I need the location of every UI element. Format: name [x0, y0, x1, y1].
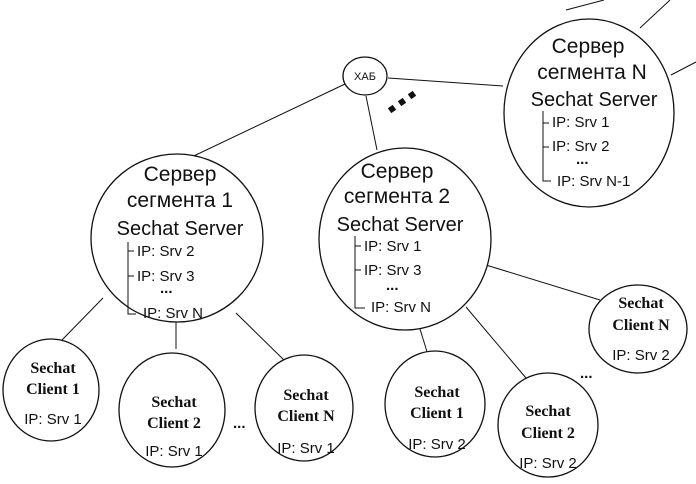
client-name: Sechat [30, 360, 76, 377]
server-ip-item: IP: Srv 1 [552, 114, 610, 131]
link-serverN-up2 [565, 0, 605, 11]
link-server2-client2 [465, 306, 527, 379]
client-node-seg1-1: Sechat Client 1 IP: Srv 1 [2, 338, 100, 442]
server-ip-item: IP: Srv 3 [364, 262, 422, 279]
server-ip-last: IP: Srv N [371, 299, 431, 316]
server-product: Sechat Server [531, 89, 658, 111]
server-ip-ellipsis: ... [386, 277, 399, 294]
client-node-seg2-2: Sechat Client 2 IP: Srv 2 [497, 372, 599, 478]
server-ip-last: IP: Srv N [143, 305, 203, 322]
hub-label: ХАБ [354, 71, 376, 83]
client-id: Client 1 [26, 381, 80, 398]
link-hub-server2 [365, 95, 378, 151]
server-ip-item: IP: Srv 2 [552, 138, 610, 155]
server-ip-ellipsis: ... [160, 280, 173, 297]
server-ip-item: IP: Srv 2 [137, 243, 195, 260]
server-ip-last: IP: Srv N-1 [557, 173, 630, 190]
server-subtitle: сегмента 1 [127, 189, 233, 212]
server-node-N: Сервер сегмента N Sechat Server IP: Srv … [503, 18, 675, 208]
client-ip: IP: Srv 1 [24, 411, 82, 428]
client-name: Sechat [283, 387, 329, 404]
client-ip: IP: Srv 2 [612, 347, 670, 364]
client-ip: IP: Srv 1 [277, 440, 335, 457]
client-node-seg2-N: Sechat Client N IP: Srv 2 [588, 284, 688, 374]
client-id: Client 1 [410, 405, 464, 422]
link-server1-client1 [61, 297, 104, 341]
server-product: Sechat Server [337, 214, 464, 236]
client-ip: IP: Srv 2 [408, 436, 466, 453]
server-node-1: Сервер сегмента 1 Sechat Server IP: Srv … [90, 153, 264, 323]
server-subtitle: сегмента N [537, 61, 647, 84]
hub-node: ХАБ [342, 56, 388, 96]
server-title: Сервер [552, 35, 625, 58]
client-ip: IP: Srv 2 [519, 455, 577, 472]
server-title: Сервер [144, 163, 217, 186]
client-id: Client N [277, 408, 335, 425]
server-product: Sechat Server [117, 218, 244, 240]
server-title: Сервер [361, 160, 434, 183]
client-name: Sechat [151, 394, 197, 411]
link-server2-client1 [419, 328, 429, 356]
client-name: Sechat [414, 384, 460, 401]
client-node-seg1-N: Sechat Client N IP: Srv 1 [254, 354, 354, 462]
link-serverN-up1 [639, 0, 671, 29]
client-ip: IP: Srv 1 [145, 443, 203, 460]
client-node-seg2-1: Sechat Client 1 IP: Srv 2 [384, 350, 486, 458]
client-node-seg1-2: Sechat Client 2 IP: Srv 1 [118, 352, 226, 468]
link-server2-clientN [485, 264, 601, 301]
server-ip-item: IP: Srv 3 [137, 268, 195, 285]
link-serverN-right [670, 61, 696, 76]
client-id: Client 2 [521, 425, 575, 442]
clients-ellipsis: ... [580, 365, 593, 382]
link-server1-clientN [235, 312, 288, 364]
client-name: Sechat [525, 403, 571, 420]
link-hub-serverN [387, 77, 504, 87]
more-servers-dots [387, 90, 417, 114]
server-subtitle: сегмента 2 [344, 185, 450, 208]
server-ip-ellipsis: ... [576, 151, 589, 168]
clients-ellipsis: ... [233, 415, 246, 432]
client-id: Client N [612, 317, 670, 334]
client-id: Client 2 [147, 415, 201, 432]
server-node-2: Сервер сегмента 2 Sechat Server IP: Srv … [318, 147, 492, 331]
client-name: Sechat [618, 295, 664, 312]
server-ip-item: IP: Srv 1 [364, 238, 422, 255]
